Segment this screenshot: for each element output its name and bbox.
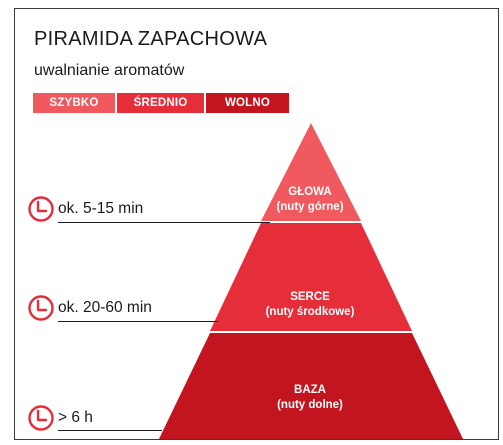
layer-note-heart: (nuty środkowe) [265, 306, 355, 318]
page-subtitle: uwalnianie aromatów [34, 62, 185, 79]
clock-icon [28, 295, 54, 321]
time-leader-base [58, 430, 162, 431]
legend-fast: SZYBKO [33, 93, 115, 113]
layer-note-base: (nuty dolne) [277, 399, 343, 411]
legend-slow: WOLNO [206, 93, 289, 113]
speed-legend: SZYBKO ŚREDNIO WOLNO [33, 93, 289, 113]
layer-label-base: BAZA (nuty dolne) [245, 383, 375, 413]
time-row-heart: ok. 20-60 min [27, 294, 152, 322]
infographic-frame: PIRAMIDA ZAPACHOWA uwalnianie aromatów S… [14, 8, 499, 440]
time-leader-heart [58, 321, 218, 322]
clock-icon [28, 405, 54, 431]
fragrance-pyramid [158, 123, 464, 439]
time-label-heart: ok. 20-60 min [58, 299, 152, 316]
layer-name-base: BAZA [294, 384, 326, 396]
time-row-base: > 6 h [27, 404, 93, 432]
pyramid-layer-base [158, 333, 464, 439]
pyramid-layer-heart [210, 223, 412, 331]
time-label-top: ok. 5-15 min [58, 200, 144, 217]
time-leader-top [58, 222, 270, 223]
time-label-base: > 6 h [58, 409, 93, 426]
layer-name-top: GŁOWA [288, 186, 332, 198]
clock-icon [28, 196, 54, 222]
pyramid-layer-top [261, 123, 361, 221]
page-title: PIRAMIDA ZAPACHOWA [34, 28, 268, 50]
layer-label-heart: SERCE (nuty środkowe) [245, 290, 375, 320]
layer-name-heart: SERCE [290, 291, 330, 303]
layer-note-top: (nuty górne) [276, 201, 344, 213]
layer-label-top: GŁOWA (nuty górne) [260, 185, 360, 215]
legend-medium: ŚREDNIO [117, 93, 204, 113]
time-row-top: ok. 5-15 min [27, 195, 143, 223]
